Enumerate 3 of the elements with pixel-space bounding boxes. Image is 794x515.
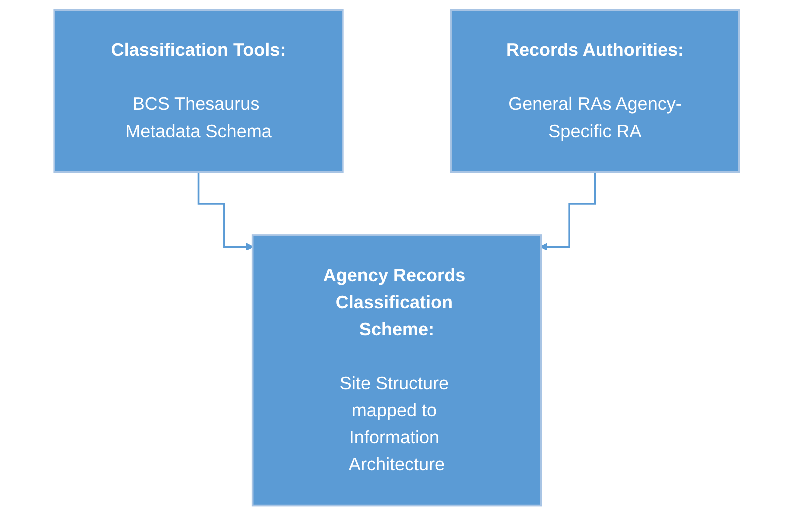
node-box: Agency Records Classification Scheme: Site Structure mapped to Information Architecture xyxy=(252,234,542,506)
node-box: Records Authorities: General RAs Agency-Specific RA xyxy=(450,8,740,173)
node-box: Classification Tools: BCS Thesaurus Metadata Schema xyxy=(54,8,344,173)
